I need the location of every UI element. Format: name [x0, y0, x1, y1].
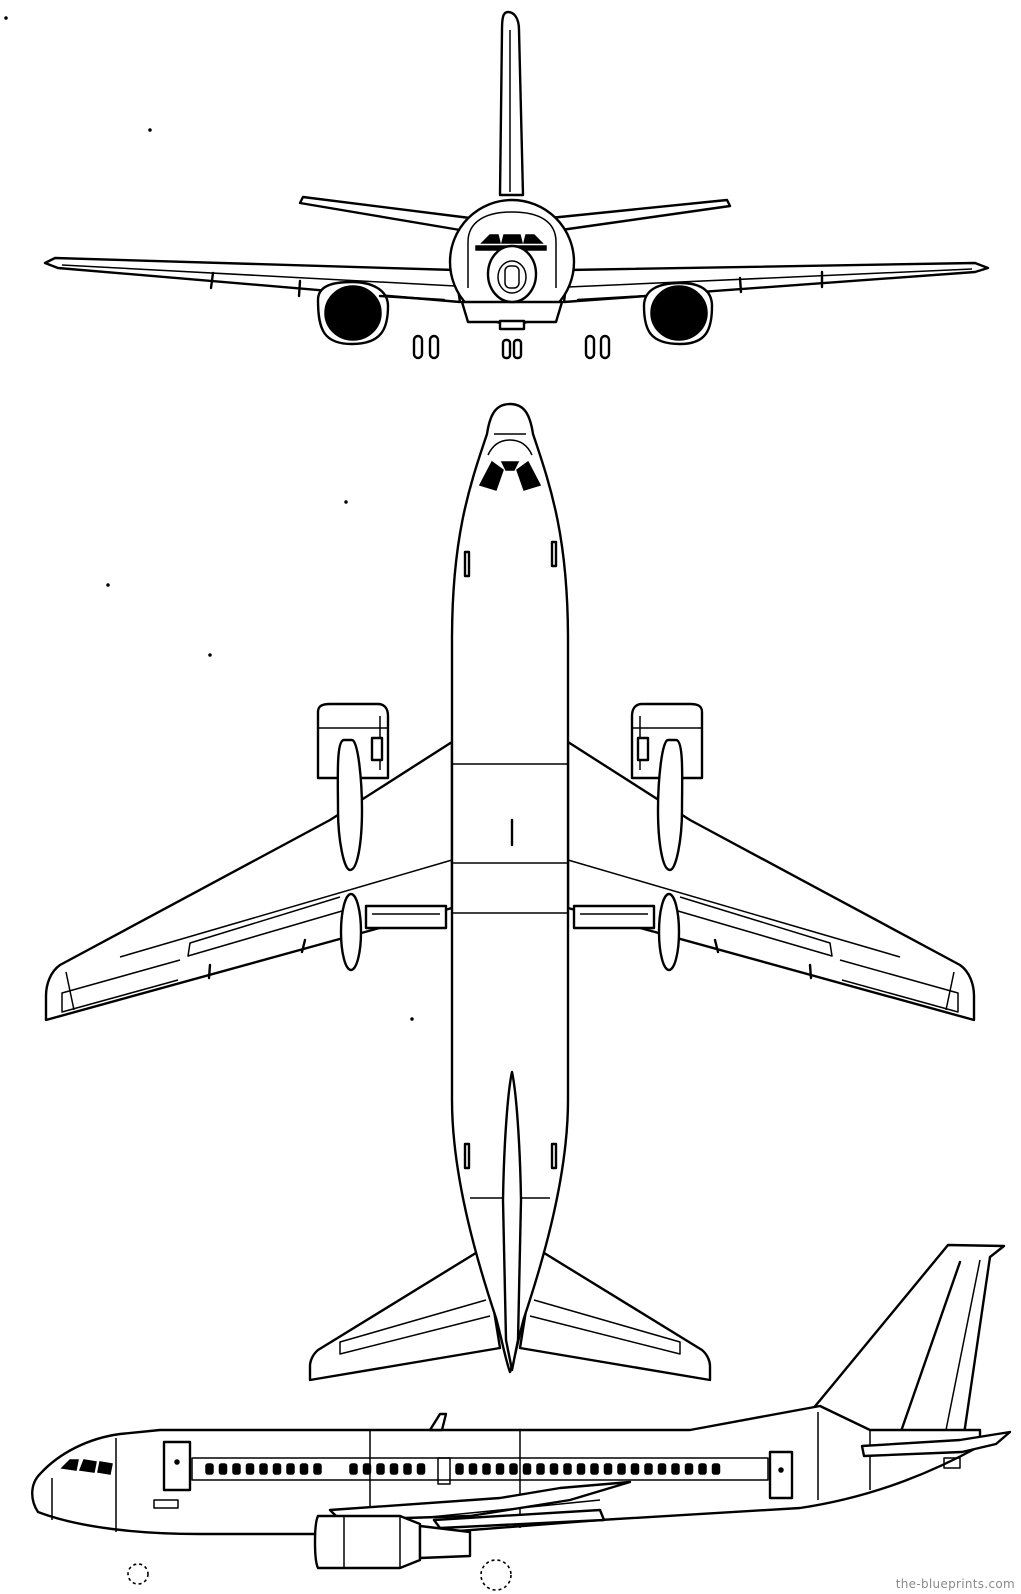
cabin-window	[563, 1463, 572, 1475]
front-left-stabilizer	[298, 195, 472, 233]
top-fuselage	[450, 402, 570, 1374]
front-left-wing	[43, 256, 462, 304]
cabin-window	[313, 1463, 322, 1475]
cabin-window	[509, 1463, 518, 1475]
cabin-window	[630, 1463, 640, 1475]
front-right-stabilizer	[548, 198, 732, 233]
side-front-door	[162, 1440, 192, 1492]
side-cabin-windows	[205, 1463, 721, 1475]
side-rear-door	[768, 1450, 794, 1500]
cabin-window	[286, 1463, 295, 1475]
front-cockpit-windows	[480, 234, 544, 244]
cabin-window	[590, 1463, 599, 1475]
top-right-engine	[630, 702, 704, 872]
front-right-engine	[576, 281, 714, 346]
cabin-window	[671, 1463, 680, 1475]
cabin-window	[245, 1463, 255, 1475]
cabin-window	[657, 1463, 667, 1475]
cabin-window	[495, 1463, 505, 1475]
cabin-window	[455, 1463, 464, 1475]
top-left-engine	[316, 702, 390, 872]
cabin-window	[684, 1463, 694, 1475]
cabin-window	[416, 1463, 426, 1475]
cabin-window	[299, 1463, 309, 1475]
front-left-engine	[316, 280, 446, 346]
side-main-gear	[480, 1559, 512, 1591]
cabin-window	[711, 1463, 721, 1475]
top-cockpit-windows	[478, 460, 542, 491]
front-nose-radome	[486, 244, 538, 304]
front-landing-gear	[412, 334, 611, 360]
cabin-window	[403, 1463, 412, 1475]
cabin-window	[468, 1463, 478, 1475]
top-view	[44, 402, 976, 1382]
cabin-window	[362, 1463, 372, 1475]
cabin-window	[218, 1463, 228, 1475]
cabin-window	[549, 1463, 559, 1475]
cabin-window	[349, 1463, 358, 1475]
cabin-window	[617, 1463, 626, 1475]
top-right-wing	[566, 740, 976, 1022]
cabin-window	[376, 1463, 385, 1475]
front-view	[43, 10, 990, 360]
cabin-window	[698, 1463, 707, 1475]
side-cockpit-windows	[60, 1459, 113, 1475]
cabin-window	[603, 1463, 613, 1475]
cabin-window	[644, 1463, 653, 1475]
side-engine	[313, 1514, 472, 1570]
top-left-wing	[44, 740, 454, 1022]
watermark-text: the-blueprints.com	[895, 1577, 1015, 1591]
cabin-window	[259, 1463, 268, 1475]
top-right-horizontal-tail	[518, 1246, 712, 1382]
cabin-window	[272, 1463, 282, 1475]
front-vertical-fin	[498, 10, 525, 197]
top-left-horizontal-tail	[308, 1246, 502, 1382]
cabin-window	[536, 1463, 545, 1475]
top-vertical-fin	[501, 1070, 523, 1372]
side-nose-gear	[127, 1563, 149, 1585]
cabin-window	[232, 1463, 241, 1475]
cabin-window	[522, 1463, 532, 1475]
cabin-window	[205, 1463, 214, 1475]
side-view	[31, 1243, 1012, 1591]
cabin-window	[389, 1463, 399, 1475]
cabin-window	[576, 1463, 586, 1475]
cabin-window	[482, 1463, 491, 1475]
side-horizontal-tail	[860, 1430, 1012, 1458]
side-fuselage	[31, 1404, 982, 1536]
